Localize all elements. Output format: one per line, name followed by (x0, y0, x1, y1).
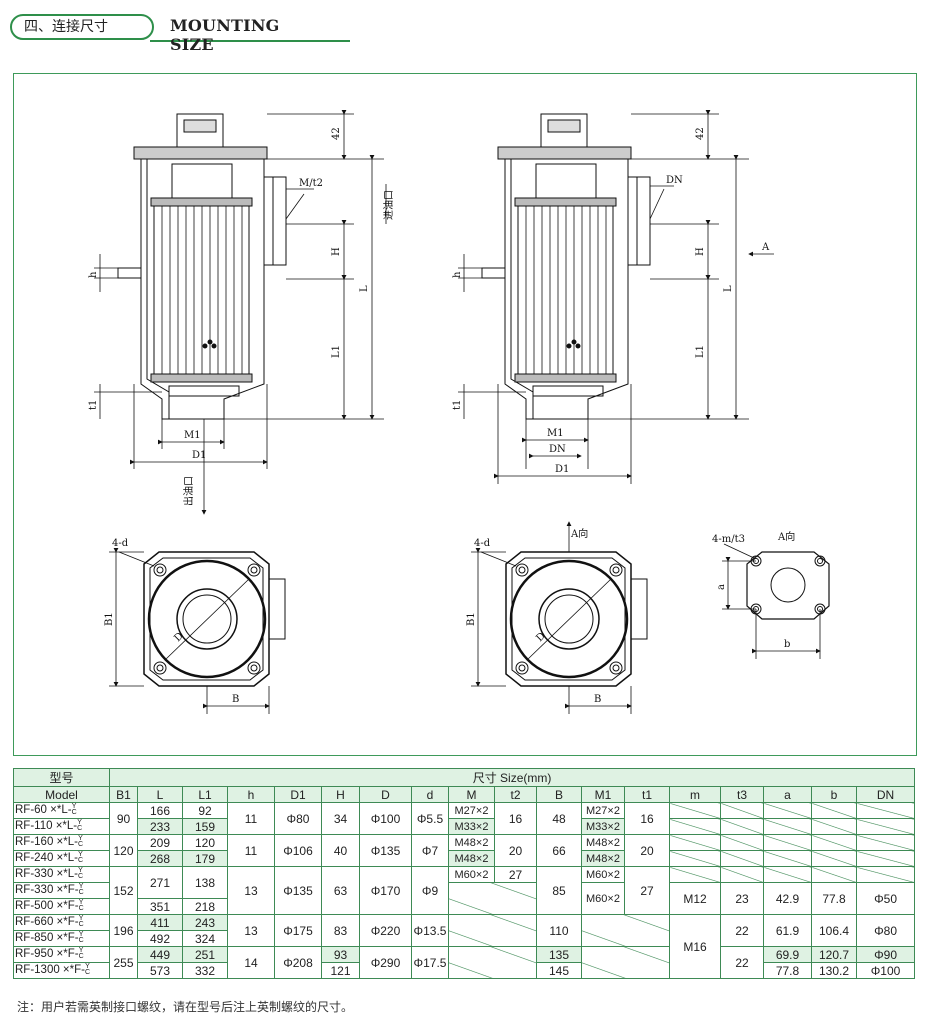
col-header: M (448, 786, 495, 803)
label-4d-left: 4-d (112, 538, 129, 549)
dims-right (458, 110, 774, 484)
col-header: d (411, 786, 449, 803)
label-b-flange: b (784, 639, 790, 650)
label-L1-left: L1 (331, 345, 342, 358)
label-B-left: B (232, 694, 239, 705)
label-h-right: h (452, 271, 463, 278)
label-a-arrow: A (761, 242, 770, 253)
col-header: B (536, 786, 582, 803)
label-42-right: 42 (695, 127, 706, 140)
label-t1-left: t1 (88, 400, 99, 410)
label-M1-right: M1 (547, 428, 564, 439)
section-title-cn: 四、连接尺寸 (10, 14, 154, 40)
label-42-left: 42 (331, 127, 342, 140)
label-4-m-t3: 4-m/t3 (712, 534, 745, 545)
label-a-dir-right: A向 (570, 527, 588, 540)
col-header: m (669, 786, 721, 803)
label-4d-right: 4-d (474, 538, 491, 549)
label-L-right: L (723, 285, 734, 292)
col-header: L1 (182, 786, 228, 803)
dims-left (94, 110, 387, 515)
filter-plan-right (471, 521, 648, 714)
col-header: H (321, 786, 360, 803)
label-H-right: H (695, 247, 706, 256)
col-header: a (763, 786, 812, 803)
label-H-left: H (331, 247, 342, 256)
header-underline (150, 40, 350, 42)
col-header: t1 (624, 786, 670, 803)
drawing-svg: M/t2 进油口 出油口 42 H L1 L h t1 M1 D1 DN A 4… (88, 110, 830, 714)
filter-elevation-right (481, 113, 651, 420)
model-header-en: Model (13, 786, 110, 803)
label-DN-right: DN (549, 444, 566, 455)
label-B1-left: B1 (104, 612, 115, 626)
label-B-right: B (594, 694, 601, 705)
col-header: b (811, 786, 857, 803)
flange-detail (722, 543, 830, 659)
mounting-drawing: M/t2 进油口 出油口 42 H L1 L h t1 M1 D1 DN A 4… (13, 73, 917, 756)
col-header: D1 (274, 786, 322, 803)
spec-table: 型号 尺寸 Size(mm) Model B1 L L1 h D1 H D d … (13, 768, 916, 979)
label-a-flange: a (716, 584, 727, 590)
label-outlet: 出油口 (182, 476, 195, 506)
col-header: B1 (109, 786, 138, 803)
label-h-left: h (88, 271, 99, 278)
footnote: 注：用户若需英制接口螺纹，请在型号后注上英制螺纹的尺寸。 (17, 1000, 354, 1014)
label-m-t2: M/t2 (299, 178, 323, 189)
col-header: L (137, 786, 183, 803)
label-D1-left: D1 (192, 450, 206, 461)
label-L-left: L (359, 285, 370, 292)
size-group-header: 尺寸 Size(mm) (108, 768, 916, 787)
label-t1-right: t1 (452, 400, 463, 410)
col-header: t2 (494, 786, 537, 803)
col-header: t3 (720, 786, 764, 803)
label-B1-right: B1 (466, 612, 477, 626)
label-D1-right: D1 (555, 464, 569, 475)
filter-plan-left (109, 548, 286, 714)
label-a-dir-flange: A向 (777, 530, 795, 543)
label-dn-top: DN (666, 175, 683, 186)
col-header: h (227, 786, 275, 803)
section-title-en: MOUNTING SIZE (170, 16, 280, 54)
label-L1-right: L1 (695, 345, 706, 358)
col-header: M1 (581, 786, 625, 803)
filter-elevation-left (117, 113, 287, 420)
col-header: DN (855, 786, 916, 803)
label-M1-left: M1 (184, 430, 201, 441)
label-inlet: 进油口 (382, 190, 395, 220)
model-header-cn: 型号 (13, 768, 110, 787)
col-header: D (359, 786, 412, 803)
